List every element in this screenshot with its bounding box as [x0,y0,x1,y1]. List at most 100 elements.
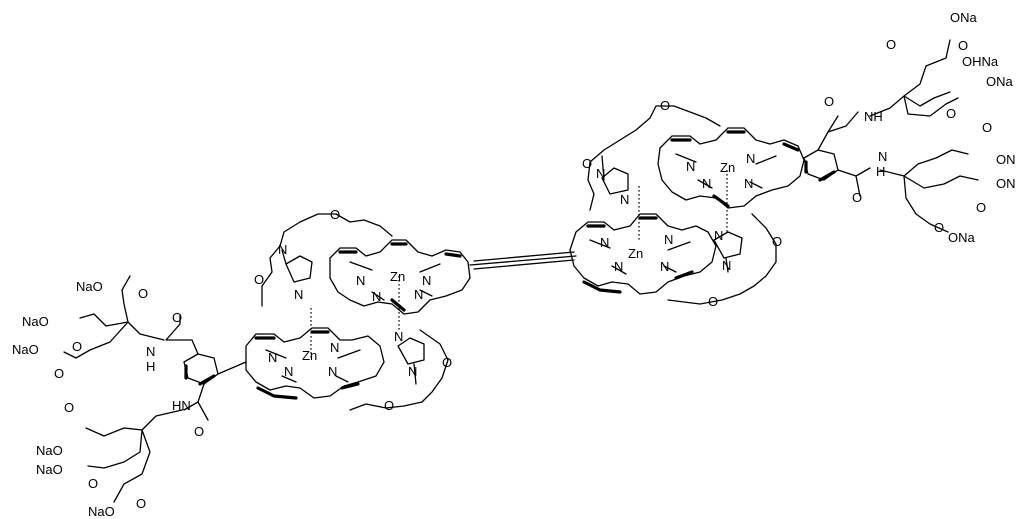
ona-label: ONa [986,74,1014,89]
n-label: N [284,364,293,379]
left-dendron-upper [63,275,165,359]
o-label: O [194,424,204,439]
o-label: O [172,310,182,325]
o-label: O [64,400,74,415]
o-label: O [934,220,944,235]
o-label: O [660,98,670,113]
o-label: O [708,294,718,309]
benzene-ring [183,353,219,385]
on-label: ON [996,152,1016,167]
ohna-label: OHNa [962,54,999,69]
o-label: O [886,37,896,52]
n-label: N [614,259,623,274]
ether-strap [349,329,449,411]
nao-label: NaO [22,314,49,329]
zn-label: Zn [628,246,643,261]
n-label: N [408,364,417,379]
nh-label: N [146,344,155,359]
benzene-ring [803,149,839,181]
imidazole-ring [601,155,629,195]
o-label: O [384,398,394,413]
on-label: ON [996,176,1016,191]
n-label: N [294,287,303,302]
o-label: O [88,476,98,491]
n-label: N [330,340,339,355]
o-label: O [330,207,340,222]
right-dendron-lower [879,149,979,233]
o-label: O [946,106,956,121]
nao-label: NaO [88,504,115,519]
right-porphyrin-dimer [569,105,871,305]
n-label: N [414,287,423,302]
o-label: O [54,366,64,381]
h-label: H [146,359,155,374]
imidazole-ring [397,337,425,385]
ona-label: ONa [950,10,978,25]
amide-linkages [165,315,247,421]
n-label: N [372,289,381,304]
butadiyne-linker [469,251,577,270]
n-label: N [422,273,431,288]
left-lower-porphyrin [245,327,385,400]
nh-label: NH [864,109,883,124]
n-label: N [746,151,755,166]
o-label: O [582,156,592,171]
imidazole-ring [281,249,313,283]
n-label: N [394,329,403,344]
o-label: O [772,234,782,249]
zn-label: Zn [390,269,405,284]
imidazole-ring [713,231,743,273]
nitrogen-labels: N N N N N N N N N N N N N N N N N N N N … [268,151,755,379]
o-label: O [136,496,146,511]
o-label: O [138,286,148,301]
o-label: O [254,272,264,287]
n-label: N [878,149,887,164]
amide-labels: N H HN NH H N [146,109,887,413]
left-upper-porphyrin [329,239,471,315]
left-porphyrin-dimer [165,213,577,421]
ether-strap [261,213,393,307]
o-label: O [958,38,968,53]
o-label: O [976,200,986,215]
n-label: N [356,273,365,288]
ether-strap [587,105,721,211]
hn-label: HN [172,398,191,413]
n-label: N [664,232,673,247]
n-label: N [722,258,731,273]
o-label: O [824,94,834,109]
n-label: N [686,159,695,174]
n-label: N [660,259,669,274]
nao-label: NaO [12,342,39,357]
h-label: H [876,164,885,179]
n-label: N [744,176,753,191]
right-upper-porphyrin [657,127,805,209]
n-label: N [596,166,605,181]
n-label: N [620,192,629,207]
left-carboxylate-labels: NaO O NaO O NaO O O NaO NaO O NaO O [12,279,148,519]
oxygen-labels: O O O O O O O O O O O O [172,94,862,439]
right-lower-porphyrin [569,213,717,295]
n-label: N [268,350,277,365]
o-label: O [852,190,862,205]
n-label: N [328,364,337,379]
amide-linkages [817,111,871,197]
zn-label: Zn [720,160,735,175]
nao-label: NaO [36,443,63,458]
right-dendron-upper [869,39,959,117]
ether-strap [667,213,777,305]
nao-label: NaO [36,462,63,477]
o-label: O [982,120,992,135]
right-carboxylate-labels: O ONa O OHNa ONa O O ON ON O O ONa [886,10,1016,245]
n-label: N [714,228,723,243]
n-label: N [600,235,609,250]
n-label: N [702,176,711,191]
o-label: O [72,339,82,354]
o-label: O [442,355,452,370]
zinc-labels: Zn Zn Zn Zn [302,160,735,363]
left-dendron-lower [85,409,183,503]
zn-label: Zn [302,348,317,363]
n-label: N [278,242,287,257]
nao-label: NaO [76,279,103,294]
ona-label: ONa [948,230,976,245]
